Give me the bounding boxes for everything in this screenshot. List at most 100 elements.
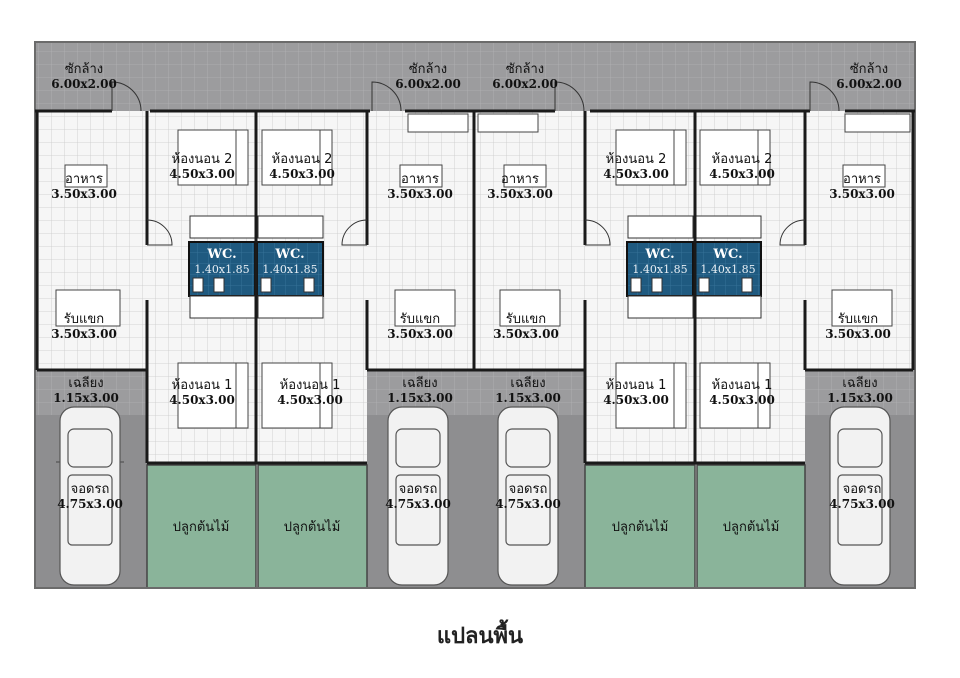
furniture [55, 113, 911, 327]
living-dim: 3.50x3.00 [51, 327, 117, 341]
porch-label-1: เฉลียง 1.15x3.00 [53, 376, 119, 406]
living-name: รับแขก [63, 312, 105, 327]
living-dim: 3.50x3.00 [387, 327, 453, 341]
porch-name: เฉลียง [510, 376, 546, 391]
porch-name: เฉลียง [68, 376, 104, 391]
parking-name: จอดรถ [508, 482, 548, 497]
parking-label-1: จอดรถ 4.75x3.00 [57, 482, 123, 512]
living-dim: 3.50x3.00 [825, 327, 891, 341]
wc-label-4: WC. 1.40x1.85 [700, 247, 755, 277]
porch-label-2: เฉลียง 1.15x3.00 [387, 376, 453, 406]
parking-name: จอดรถ [70, 482, 110, 497]
garden-label-3: ปลูกต้นไม้ [612, 520, 669, 535]
wc-label-1: WC. 1.40x1.85 [194, 247, 249, 277]
beds [177, 129, 771, 429]
parking-dim: 4.75x3.00 [495, 497, 561, 511]
bedroom2-label-1: ห้องนอน 2 4.50x3.00 [169, 152, 235, 182]
porch-dim: 1.15x3.00 [495, 391, 561, 405]
plan-title: แปลนพื้น [436, 624, 524, 649]
laundry-label-4: ซักล้าง 6.00x2.00 [836, 62, 902, 92]
laundry-name: ซักล้าง [505, 62, 545, 77]
dining-name: อาหาร [65, 172, 103, 187]
bedroom1-name: ห้องนอน 1 [605, 378, 667, 393]
bedroom2-dim: 4.50x3.00 [269, 167, 335, 181]
parking-name: จอดรถ [842, 482, 882, 497]
dining-name: อาหาร [401, 172, 439, 187]
laundry-label-1: ซักล้าง 6.00x2.00 [51, 62, 117, 92]
bedroom1-name: ห้องนอน 1 [711, 378, 773, 393]
wc-dim: 1.40x1.85 [262, 263, 318, 276]
parking-dim: 4.75x3.00 [385, 497, 451, 511]
laundry-name: ซักล้าง [408, 62, 448, 77]
parking-label-2: จอดรถ 4.75x3.00 [385, 482, 451, 512]
living-name: รับแขก [505, 312, 547, 327]
porch-dim: 1.15x3.00 [53, 391, 119, 405]
bedroom1-label-3: ห้องนอน 1 4.50x3.00 [603, 378, 669, 408]
garden-label-4: ปลูกต้นไม้ [723, 520, 780, 535]
bedroom2-label-4: ห้องนอน 2 4.50x3.00 [709, 152, 775, 182]
bedroom2-name: ห้องนอน 2 [605, 152, 667, 167]
bedroom1-label-2: ห้องนอน 1 4.50x3.00 [277, 378, 343, 408]
bedroom2-label-3: ห้องนอน 2 4.50x3.00 [603, 152, 669, 182]
garden-name: ปลูกต้นไม้ [283, 520, 341, 535]
porch-dim: 1.15x3.00 [827, 391, 893, 405]
living-dim: 3.50x3.00 [493, 327, 559, 341]
parking-dim: 4.75x3.00 [829, 497, 895, 511]
dining-dim: 3.50x3.00 [387, 187, 453, 201]
wc-dim: 1.40x1.85 [700, 263, 756, 276]
laundry-terrace [35, 42, 915, 111]
living-name: รับแขก [399, 312, 441, 327]
bedroom2-name: ห้องนอน 2 [171, 152, 233, 167]
wc-name: WC. [207, 247, 237, 262]
laundry-dim: 6.00x2.00 [395, 77, 461, 91]
bedroom1-label-4: ห้องนอน 1 4.50x3.00 [709, 378, 775, 408]
bedroom2-dim: 4.50x3.00 [709, 167, 775, 181]
walls [34, 41, 916, 589]
bedroom2-label-2: ห้องนอน 2 4.50x3.00 [269, 152, 335, 182]
wc-name: WC. [645, 247, 675, 262]
dining-label-2: อาหาร 3.50x3.00 [387, 172, 453, 202]
living-label-1: รับแขก 3.50x3.00 [51, 312, 117, 342]
porch-label-4: เฉลียง 1.15x3.00 [827, 376, 893, 406]
dining-label-3: อาหาร 3.50x3.00 [487, 172, 553, 202]
living-label-2: รับแขก 3.50x3.00 [387, 312, 453, 342]
bedroom2-dim: 4.50x3.00 [603, 167, 669, 181]
porch-label-3: เฉลียง 1.15x3.00 [495, 376, 561, 406]
laundry-dim: 6.00x2.00 [51, 77, 117, 91]
garden-label-2: ปลูกต้นไม้ [284, 520, 341, 535]
dining-dim: 3.50x3.00 [829, 187, 895, 201]
bedroom1-dim: 4.50x3.00 [603, 393, 669, 407]
laundry-dim: 6.00x2.00 [492, 77, 558, 91]
laundry-label-2: ซักล้าง 6.00x2.00 [395, 62, 461, 92]
car-icons [56, 406, 891, 586]
dining-label-4: อาหาร 3.50x3.00 [829, 172, 895, 202]
garden-name: ปลูกต้นไม้ [722, 520, 780, 535]
bedroom1-dim: 4.50x3.00 [277, 393, 343, 407]
wc-label-3: WC. 1.40x1.85 [632, 247, 687, 277]
porch-name: เฉลียง [842, 376, 878, 391]
porch-name: เฉลียง [402, 376, 438, 391]
laundry-dim: 6.00x2.00 [836, 77, 902, 91]
bedroom2-name: ห้องนอน 2 [271, 152, 333, 167]
wardrobes [189, 215, 762, 319]
wc-dim: 1.40x1.85 [632, 263, 688, 276]
garden-name: ปลูกต้นไม้ [172, 520, 230, 535]
porch-dim: 1.15x3.00 [387, 391, 453, 405]
wc-name: WC. [275, 247, 305, 262]
bedroom1-dim: 4.50x3.00 [169, 393, 235, 407]
parking-name: จอดรถ [398, 482, 438, 497]
wc-fixtures [192, 277, 753, 293]
door-swings [111, 81, 840, 246]
dining-name: อาหาร [843, 172, 881, 187]
garden-label-1: ปลูกต้นไม้ [173, 520, 230, 535]
living-name: รับแขก [837, 312, 879, 327]
living-label-4: รับแขก 3.50x3.00 [825, 312, 891, 342]
garden-name: ปลูกต้นไม้ [611, 520, 669, 535]
bedroom1-name: ห้องนอน 1 [279, 378, 341, 393]
dining-dim: 3.50x3.00 [51, 187, 117, 201]
dining-dim: 3.50x3.00 [487, 187, 553, 201]
parking-label-4: จอดรถ 4.75x3.00 [829, 482, 895, 512]
wc-name: WC. [713, 247, 743, 262]
dining-label-1: อาหาร 3.50x3.00 [51, 172, 117, 202]
